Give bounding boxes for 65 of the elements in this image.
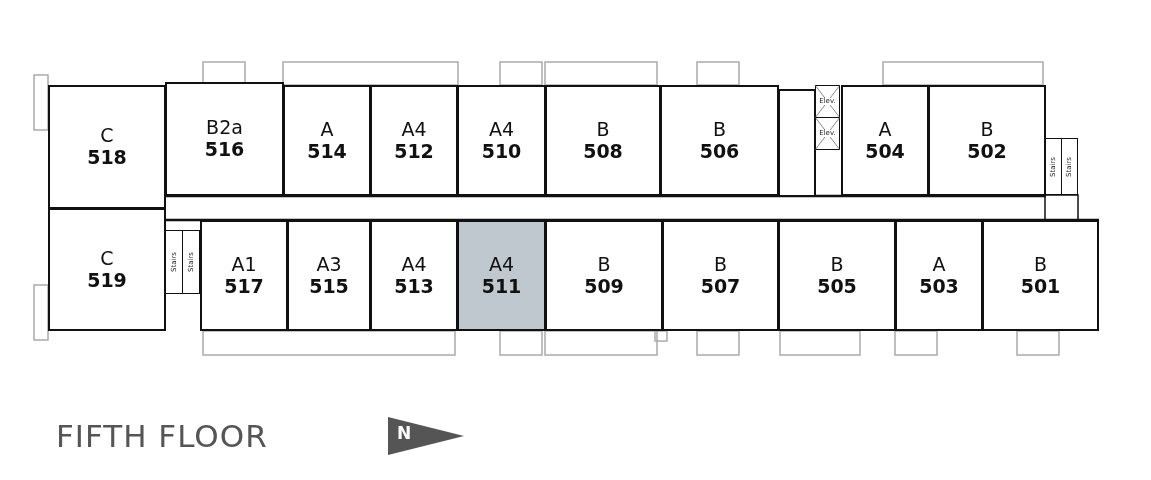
elevator-box	[815, 85, 840, 118]
unit-room	[48, 85, 166, 209]
unit-type: B	[1033, 253, 1047, 276]
unit-type: C	[100, 247, 114, 270]
unit-room	[928, 85, 1046, 196]
unit-number: 501	[1020, 275, 1061, 298]
stair-box	[165, 230, 183, 294]
unit-type: B	[713, 253, 727, 276]
unit-number: 507	[700, 275, 741, 298]
north-label: N	[397, 425, 412, 442]
unit-room	[545, 220, 663, 331]
unit-type: B	[980, 118, 994, 141]
unit-type: A	[320, 118, 334, 141]
unit-type: B	[830, 253, 844, 276]
unit-room	[457, 85, 546, 196]
unit-number: 508	[583, 140, 623, 163]
unit-type: A4	[401, 118, 427, 141]
stair-box	[1061, 138, 1078, 195]
unit-number: 516	[204, 139, 245, 161]
unit-number: 514	[307, 140, 347, 163]
unit-number: 513	[394, 275, 434, 298]
unit-number: 509	[584, 275, 624, 298]
unit-room	[660, 85, 779, 196]
unit-type: A4	[488, 118, 515, 141]
unit-type: B	[597, 253, 611, 276]
unit-room	[545, 85, 661, 196]
unit-number: 512	[394, 140, 434, 163]
unit-room	[283, 85, 371, 196]
unit-room	[841, 85, 929, 196]
elevator-box	[815, 117, 840, 150]
unit-number: 517	[224, 275, 264, 298]
unit-room	[200, 220, 288, 331]
unit-number: 510	[481, 140, 522, 163]
north-arrow-icon	[388, 417, 464, 455]
unit-type: A	[932, 253, 946, 276]
unit-room	[778, 220, 896, 331]
unit-room	[287, 220, 371, 331]
unit-number: 506	[699, 140, 740, 163]
unit-room	[370, 220, 458, 331]
floor-title: FIFTH FLOOR	[56, 418, 268, 454]
unit-type: C	[100, 125, 114, 147]
unit-number: 503	[919, 275, 959, 298]
unit-room	[165, 82, 284, 196]
unit-room	[982, 220, 1099, 331]
unit-type: A	[878, 118, 892, 141]
unit-type: B	[596, 118, 610, 141]
unit-room	[662, 220, 779, 331]
unit-number: 502	[967, 140, 1007, 163]
unit-type: A3	[316, 253, 342, 276]
unit-number: 505	[817, 275, 857, 298]
unit-number: 504	[865, 140, 905, 163]
unit-number: 518	[87, 147, 127, 169]
unit-type: B	[712, 118, 726, 141]
unit-room	[370, 85, 458, 196]
unit-number: 515	[309, 275, 349, 298]
unit-type: A4	[401, 253, 427, 276]
unit-number: 519	[87, 269, 127, 292]
stair-box	[182, 230, 200, 294]
unit-type: A1	[231, 253, 257, 276]
unit-room	[48, 208, 166, 331]
unit-room	[895, 220, 983, 331]
unit-type: A4	[488, 253, 515, 276]
unit-type: B2a	[206, 117, 243, 139]
unit-number: 511	[481, 275, 522, 298]
highlighted-unit-room	[457, 220, 546, 331]
